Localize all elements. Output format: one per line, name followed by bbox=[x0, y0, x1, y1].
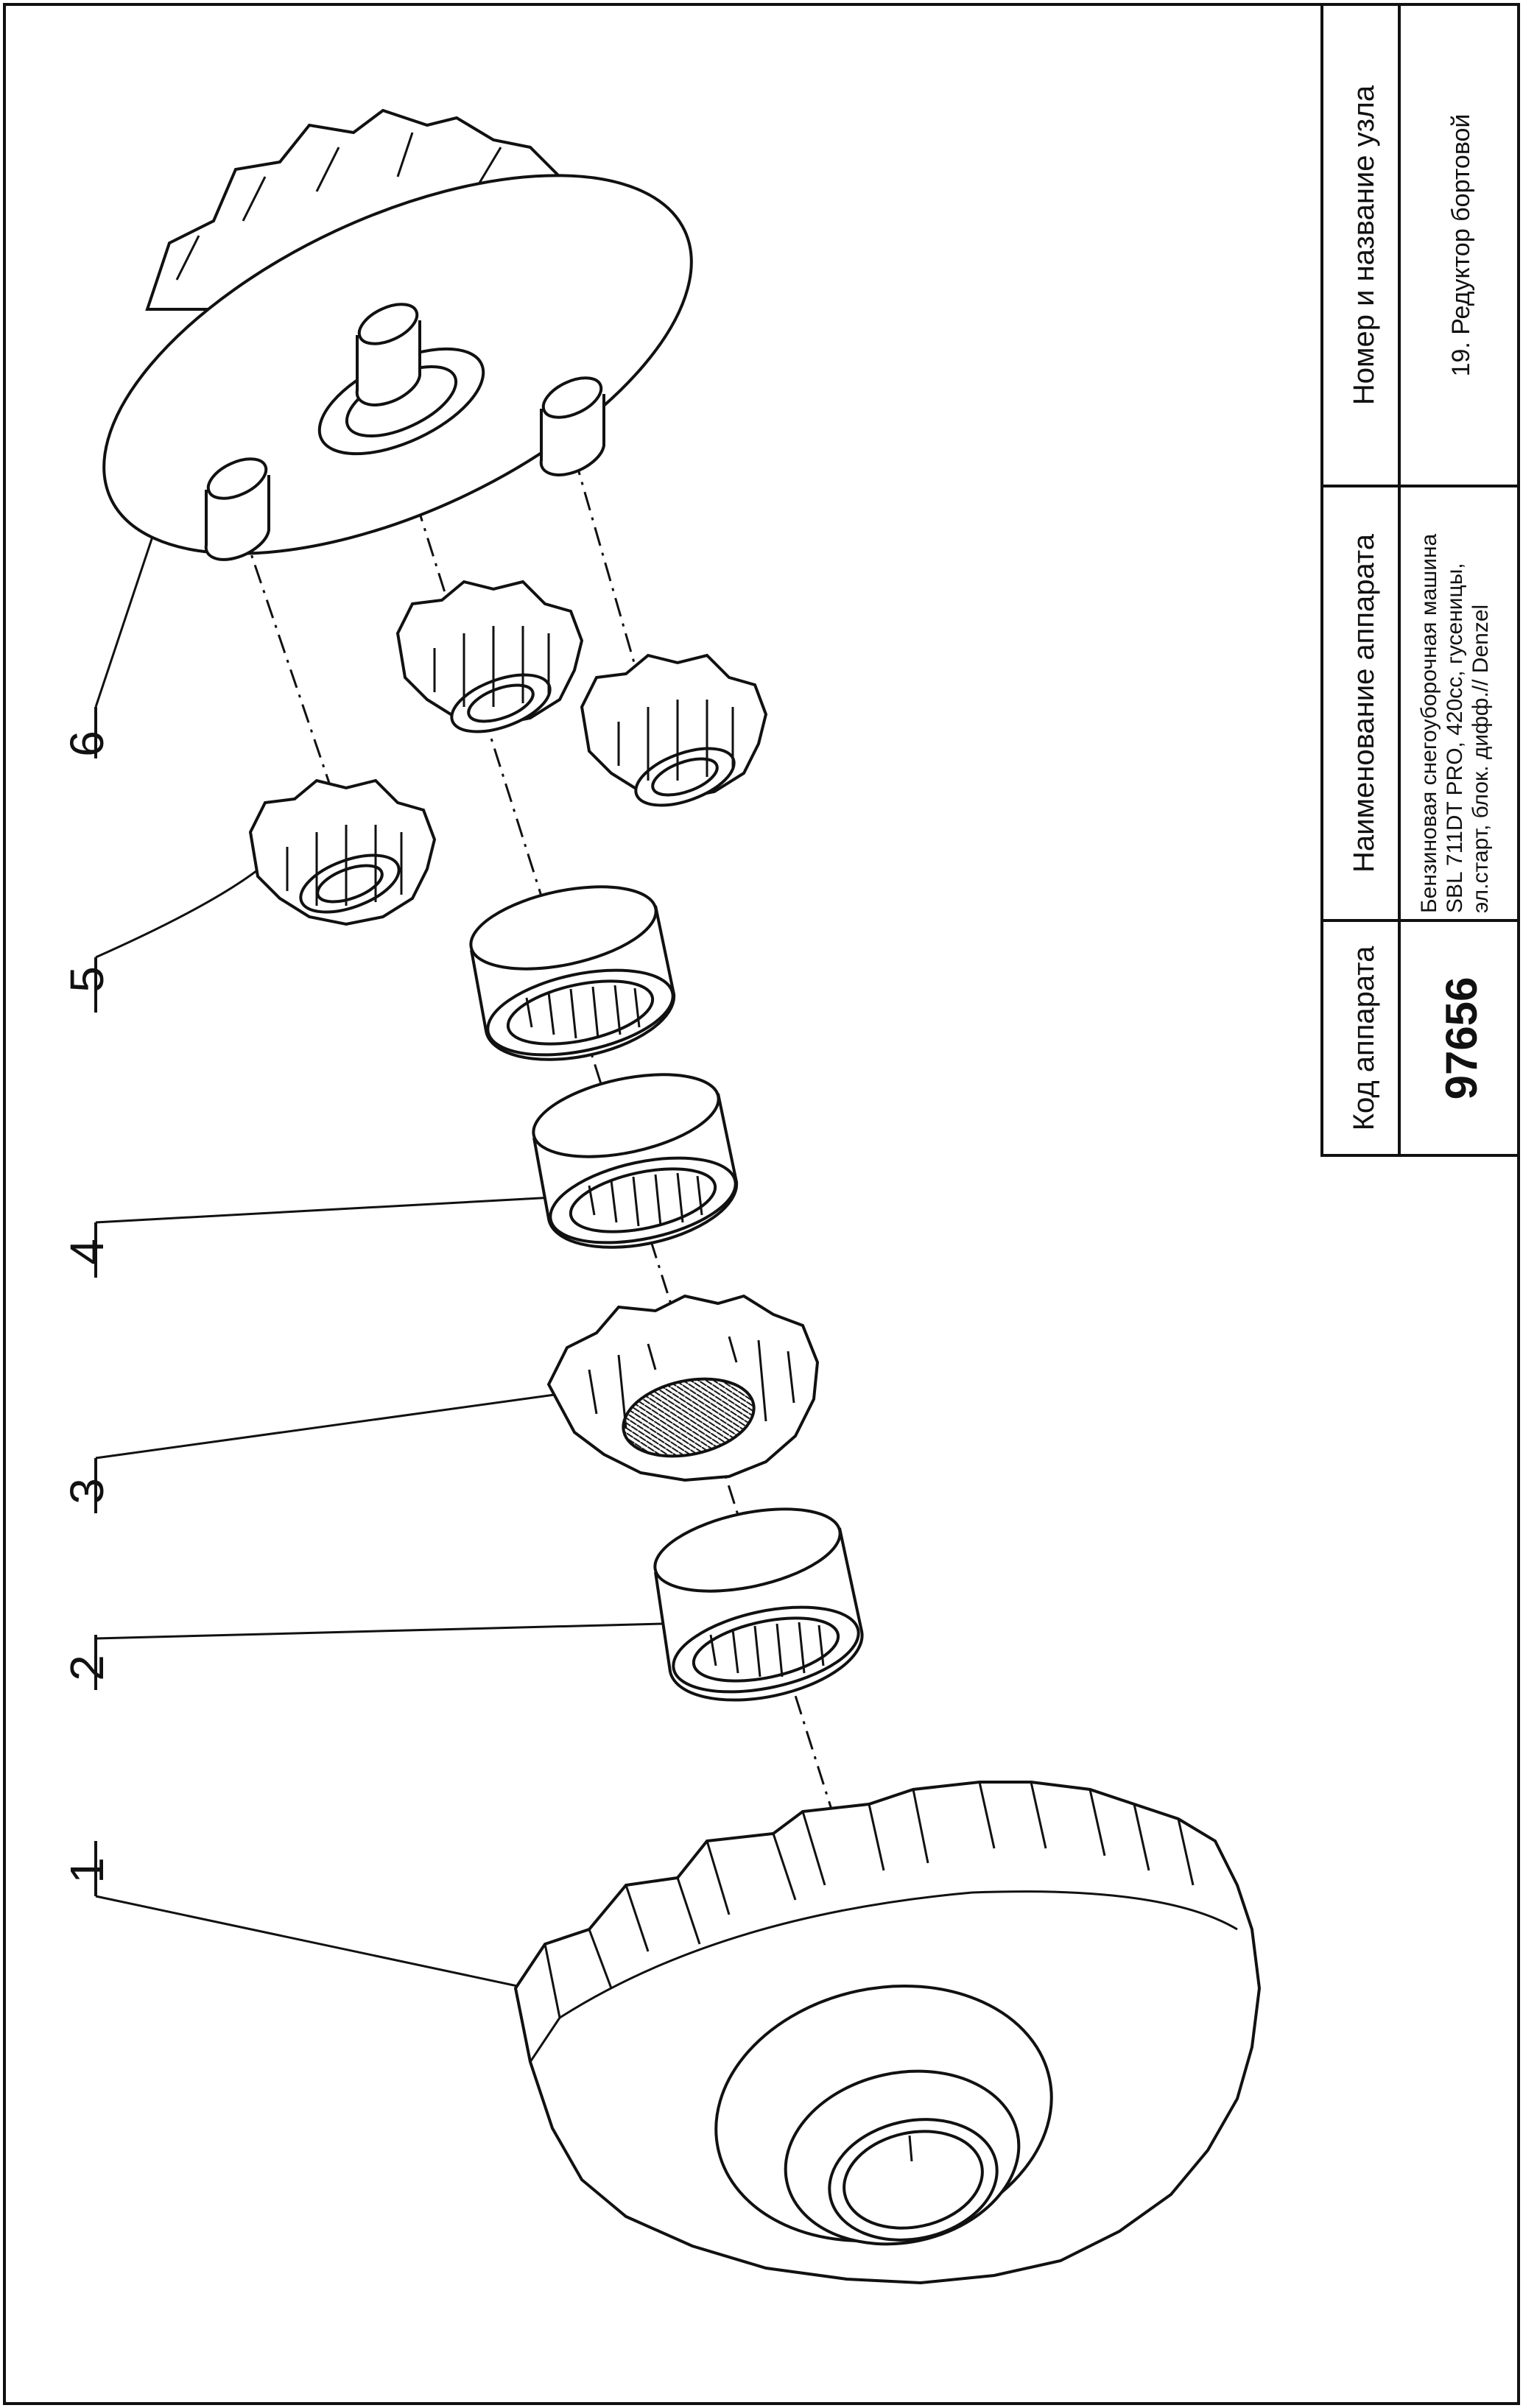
callout-number-5: 5 bbox=[60, 966, 113, 993]
callout-3: 3 bbox=[60, 1393, 560, 1513]
part-2-needle-bearing bbox=[653, 1507, 864, 1702]
callout-number-4: 4 bbox=[60, 1239, 113, 1265]
title-block-name-line-3: эл.старт, блок. дифф.// Denzel bbox=[1469, 605, 1493, 913]
title-block-unit-value: 19. Редуктор бортовой bbox=[1447, 114, 1475, 377]
part-1-drive-sprocket bbox=[513, 1781, 1262, 2285]
callout-1: 1 bbox=[60, 1841, 546, 1993]
planet-gear-top bbox=[395, 580, 584, 733]
needle-bearing-upper bbox=[469, 885, 676, 1061]
title-block-code-header: Код аппарата bbox=[1348, 946, 1380, 1130]
part-3-sun-gear bbox=[546, 1294, 820, 1482]
title-block bbox=[1320, 3, 1520, 1157]
planet-gear-right bbox=[580, 653, 768, 807]
drawing-frame bbox=[3, 3, 1520, 2405]
callout-5: 5 bbox=[60, 856, 274, 1013]
planet-gear-left bbox=[248, 778, 437, 926]
callout-number-3: 3 bbox=[60, 1478, 113, 1504]
callout-2: 2 bbox=[60, 1622, 664, 1690]
callout-number-1: 1 bbox=[60, 1857, 113, 1884]
title-block-name-header: Наименование аппарата bbox=[1348, 533, 1380, 873]
title-block-name-line-1: Бензиновая снегоуборочная машина bbox=[1417, 533, 1441, 913]
part-6-carrier bbox=[102, 108, 693, 561]
part-5-planet-gears bbox=[248, 580, 768, 926]
callout-number-2: 2 bbox=[60, 1655, 113, 1681]
part-4-needle-bearing bbox=[532, 1073, 739, 1249]
title-block-code-value: 97656 bbox=[1437, 977, 1486, 1100]
callout-number-6: 6 bbox=[60, 731, 113, 757]
title-block-unit-header: Номер и название узла bbox=[1348, 85, 1380, 405]
callout-4: 4 bbox=[60, 1195, 568, 1278]
title-block-name-line-2: SBL 711DT PRO, 420cc, гусеницы, bbox=[1443, 563, 1467, 913]
